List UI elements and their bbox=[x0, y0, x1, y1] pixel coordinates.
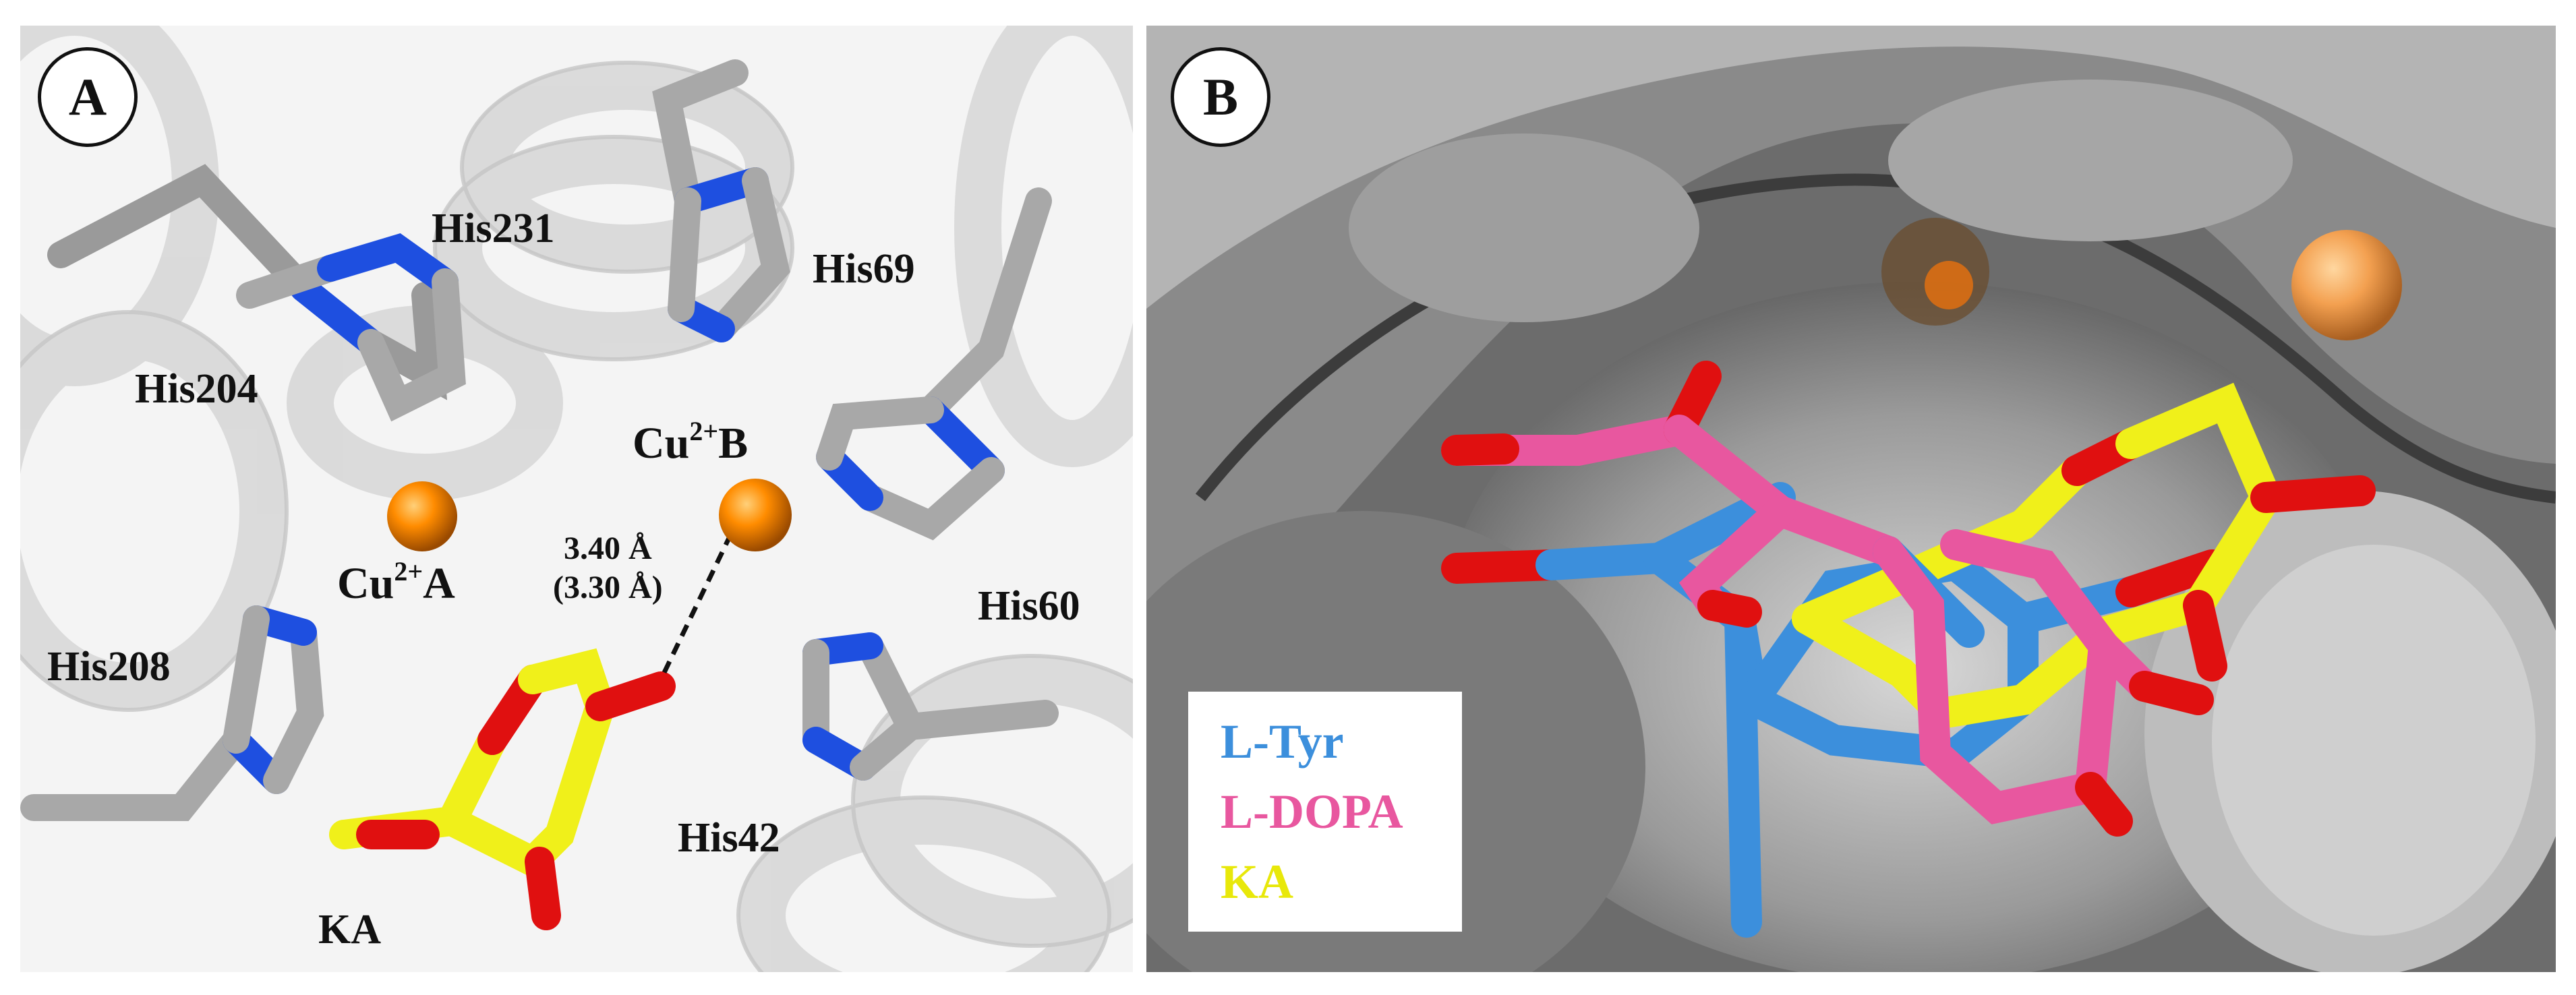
label-ka: KA bbox=[318, 907, 381, 953]
his42-sticks bbox=[802, 632, 1059, 781]
label-his69: His69 bbox=[813, 246, 915, 292]
copper-b-prefix: Cu bbox=[633, 419, 690, 468]
legend-entry-l-tyr: L-Tyr bbox=[1221, 715, 1344, 768]
his60-sticks bbox=[816, 187, 1052, 541]
label-his42: His42 bbox=[678, 815, 780, 861]
copper-ion-b bbox=[2291, 230, 2402, 340]
label-copper-b: Cu2+B bbox=[633, 418, 748, 466]
distance-alt-value: (3.30 Å) bbox=[553, 570, 663, 605]
copper-a-charge: 2+ bbox=[394, 556, 423, 586]
his208-sticks bbox=[20, 605, 324, 821]
legend-entry-ka: KA bbox=[1221, 855, 1293, 909]
label-distance: 3.40 Å (3.30 Å) bbox=[553, 533, 663, 604]
ligand-legend: L-Tyr L-DOPA KA bbox=[1188, 692, 1462, 932]
label-his60: His60 bbox=[978, 583, 1080, 629]
cu-b-ka-distance-line bbox=[658, 496, 751, 681]
copper-ion-a-core bbox=[1925, 261, 1973, 309]
distance-value: 3.40 Å bbox=[563, 531, 652, 566]
copper-ion-a bbox=[387, 481, 457, 551]
copper-a-suffix: A bbox=[423, 559, 455, 608]
l-dopa-sticks bbox=[1441, 361, 2214, 837]
panel-b: B L-Tyr L-DOPA KA bbox=[1146, 26, 2556, 972]
label-his204: His204 bbox=[135, 366, 258, 412]
copper-b-charge: 2+ bbox=[689, 416, 719, 446]
copper-a-prefix: Cu bbox=[337, 559, 394, 608]
panel-b-badge: B bbox=[1171, 47, 1270, 147]
panel-a-structure bbox=[20, 26, 1133, 972]
ka-ligand-sticks bbox=[329, 648, 676, 930]
copper-ion-b bbox=[719, 479, 792, 551]
panel-a-badge: A bbox=[38, 47, 138, 147]
label-his231: His231 bbox=[432, 206, 555, 251]
his231-sticks bbox=[236, 233, 466, 422]
label-his208: His208 bbox=[47, 644, 171, 690]
copper-b-suffix: B bbox=[718, 419, 749, 468]
his69-sticks bbox=[652, 59, 790, 342]
legend-entry-l-dopa: L-DOPA bbox=[1221, 785, 1403, 839]
label-copper-a: Cu2+A bbox=[337, 558, 455, 606]
panel-a: A His231 His69 His204 His60 His208 His42… bbox=[20, 26, 1133, 972]
